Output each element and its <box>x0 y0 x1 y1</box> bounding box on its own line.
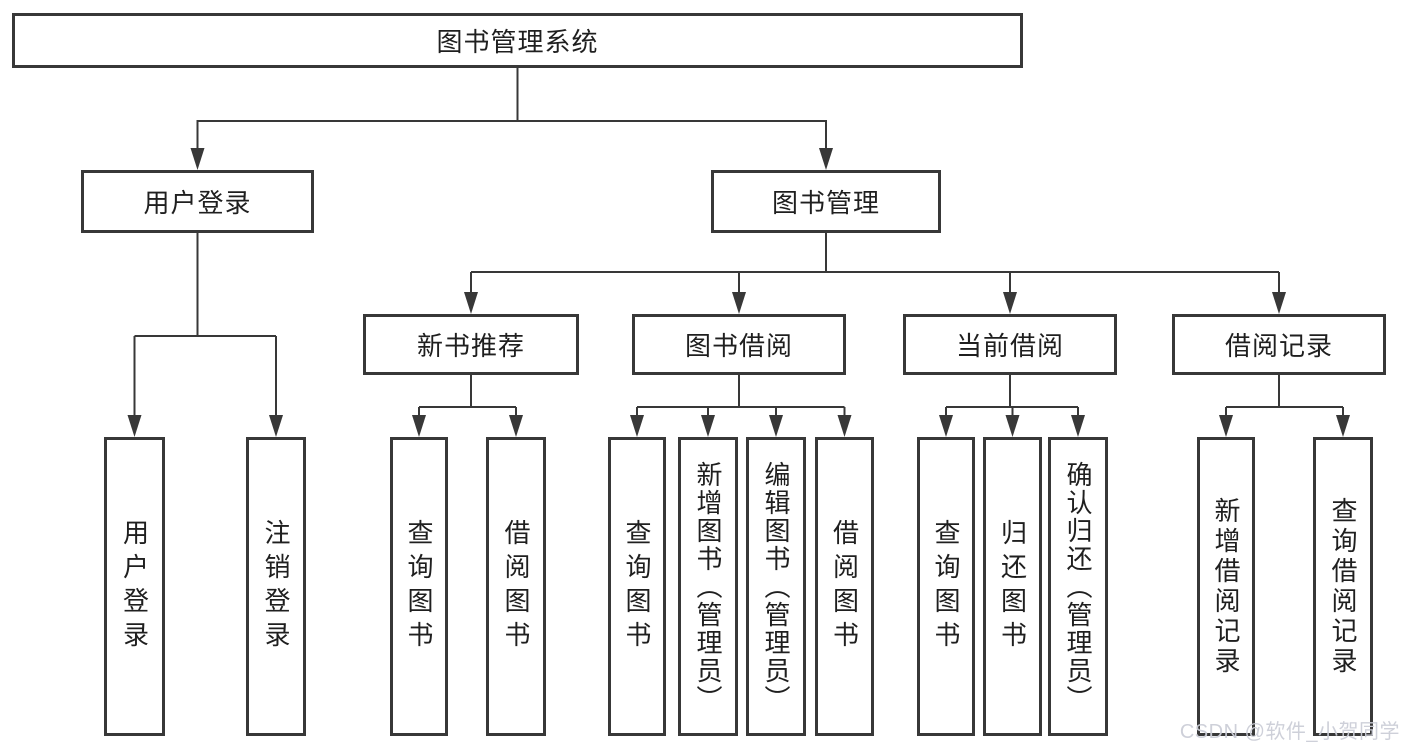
node-label: 图书借阅 <box>684 331 793 361</box>
leaf-confirm-return-admin: 确认归还（管理员） <box>1048 437 1108 736</box>
node-label: 图书管理 <box>771 188 880 218</box>
leaf-user-login: 用户登录 <box>104 437 165 736</box>
leaf-edit-book-admin: 编辑图书（管理员） <box>746 437 806 736</box>
leaf-newbook-query-books: 查询图书 <box>390 437 448 736</box>
leaf-label: 借阅图书 <box>501 518 531 655</box>
node-user-login: 用户登录 <box>81 170 314 233</box>
leaf-add-book-admin: 新增图书（管理员） <box>678 437 738 736</box>
arrowheads <box>127 148 1350 437</box>
leaf-label: 确认归还（管理员） <box>1063 460 1093 713</box>
leaf-label: 查询图书 <box>931 518 961 655</box>
node-label: 借阅记录 <box>1224 331 1333 361</box>
node-library-management-system: 图书管理系统 <box>12 13 1023 68</box>
leaf-return-books: 归还图书 <box>983 437 1042 736</box>
leaf-label: 编辑图书（管理员） <box>761 460 791 713</box>
node-label: 新书推荐 <box>416 331 525 361</box>
leaf-label: 查询图书 <box>622 518 652 655</box>
node-label: 用户登录 <box>143 188 252 218</box>
leaf-logout: 注销登录 <box>246 437 306 736</box>
leaf-label: 归还图书 <box>997 518 1028 655</box>
node-borrowing-records: 借阅记录 <box>1172 314 1386 375</box>
node-new-book-recommendation: 新书推荐 <box>363 314 579 375</box>
leaf-label: 新增借阅记录 <box>1211 496 1241 677</box>
leaf-borrowing-query-books: 查询图书 <box>608 437 666 736</box>
node-current-borrowing: 当前借阅 <box>903 314 1117 375</box>
leaf-borrowing-borrow-books: 借阅图书 <box>815 437 874 736</box>
leaf-label: 新增图书（管理员） <box>693 460 723 713</box>
leaf-label: 借阅图书 <box>829 518 860 655</box>
leaf-newbook-borrow-books: 借阅图书 <box>486 437 546 736</box>
node-book-borrowing: 图书借阅 <box>632 314 846 375</box>
leaf-query-borrow-record: 查询借阅记录 <box>1313 437 1373 736</box>
leaf-label: 查询图书 <box>404 518 434 655</box>
node-label: 当前借阅 <box>955 331 1064 361</box>
leaf-label: 用户登录 <box>119 518 150 655</box>
csdn-watermark: CSDN @软件_小贺同学 <box>1179 721 1400 743</box>
leaf-label: 注销登录 <box>261 518 291 655</box>
node-label: 图书管理系统 <box>436 27 599 57</box>
leaf-current-query-books: 查询图书 <box>917 437 975 736</box>
node-book-management: 图书管理 <box>711 170 941 233</box>
leaf-label: 查询借阅记录 <box>1328 496 1358 677</box>
connector-paths <box>133 68 1344 419</box>
leaf-add-borrow-record: 新增借阅记录 <box>1197 437 1255 736</box>
